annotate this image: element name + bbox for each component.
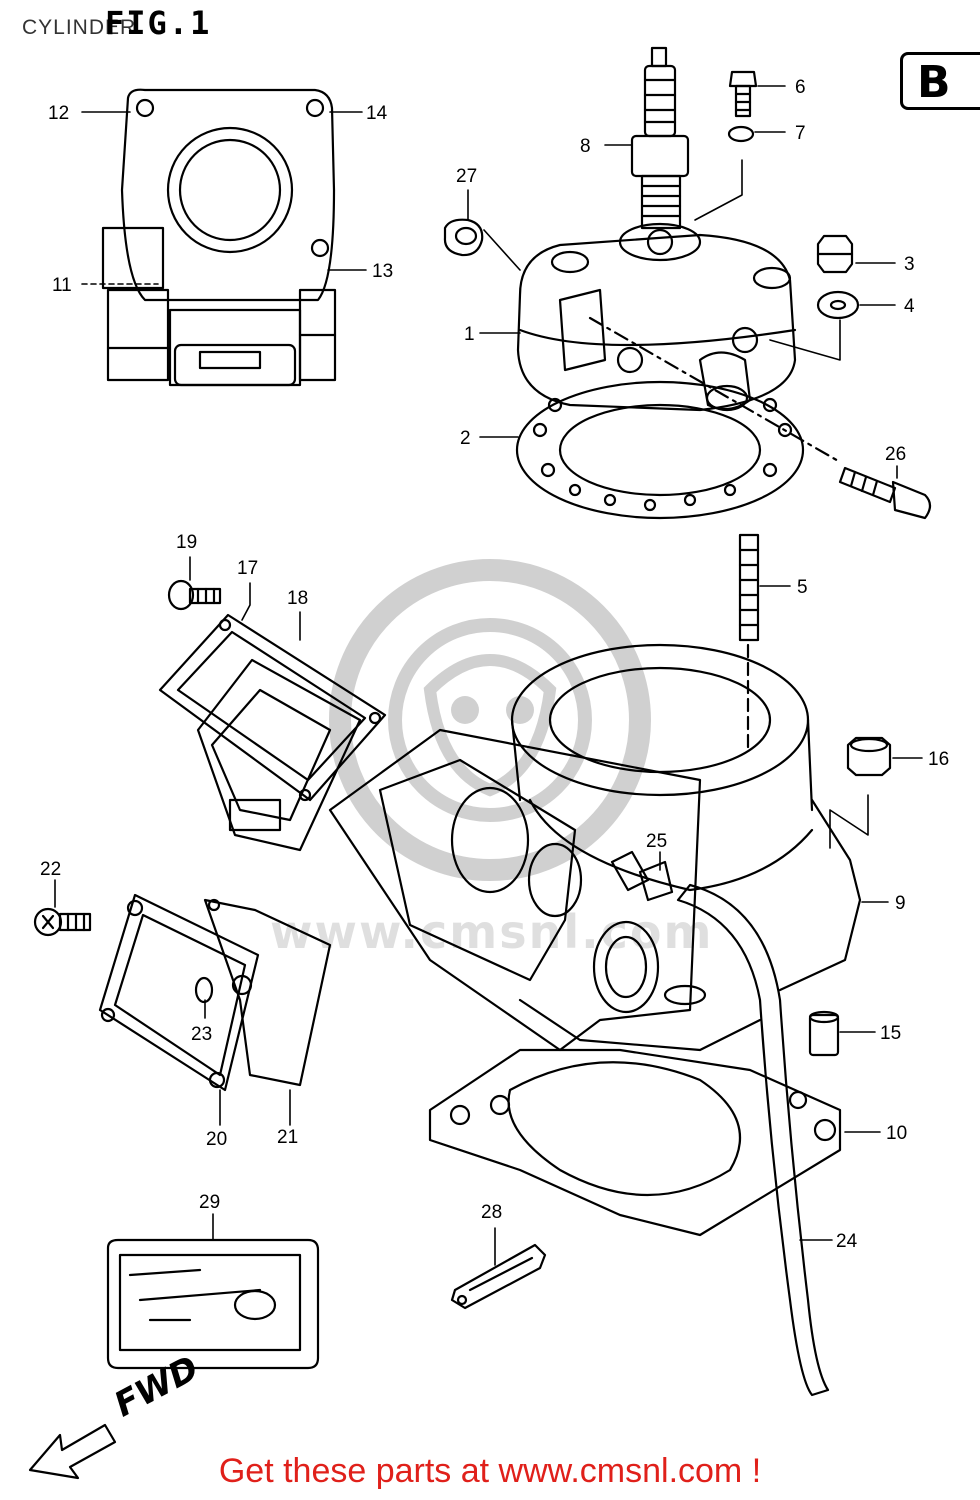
centerline-26 xyxy=(588,316,842,464)
watermark-logo xyxy=(329,559,651,881)
cylinder-head xyxy=(516,222,797,412)
spark-plug xyxy=(630,46,690,230)
leader-lines xyxy=(54,85,923,1266)
callout-9: 9 xyxy=(895,893,906,914)
callout-10: 10 xyxy=(886,1123,907,1144)
reed-gasket-18 xyxy=(196,658,362,852)
nut-3 xyxy=(816,234,854,274)
head-gasket xyxy=(515,380,805,520)
section-badge-label: B xyxy=(917,57,951,108)
section-badge: B xyxy=(900,52,980,110)
callout-12: 12 xyxy=(48,103,69,124)
cylinder-top-view xyxy=(101,88,337,387)
callout-11: 11 xyxy=(52,275,72,296)
reed-gasket-17 xyxy=(158,613,387,802)
cylinder xyxy=(328,643,862,1052)
callout-29: 29 xyxy=(199,1192,220,1213)
callout-18: 18 xyxy=(287,588,308,609)
callout-20: 20 xyxy=(206,1129,227,1150)
reed-gasket-21 xyxy=(203,898,332,1087)
dowel-15 xyxy=(808,1010,840,1057)
footer-link[interactable]: Get these parts at www.cmsnl.com ! xyxy=(218,1452,762,1490)
watermark-url: www.cmsnl.com xyxy=(270,905,714,959)
nut-27 xyxy=(443,218,484,257)
reed-cover-20 xyxy=(98,893,260,1092)
bolt-19 xyxy=(167,579,222,611)
clamp-28 xyxy=(450,1243,547,1310)
callout-7: 7 xyxy=(795,123,806,144)
callout-22: 22 xyxy=(40,859,61,880)
callout-5: 5 xyxy=(797,577,808,598)
callout-13: 13 xyxy=(372,261,393,282)
callout-21: 21 xyxy=(277,1127,298,1148)
fitting-25 xyxy=(610,850,674,902)
fwd-arrow-icon xyxy=(28,1423,117,1480)
callout-2: 2 xyxy=(460,428,471,449)
label-sheet-29 xyxy=(106,1238,320,1370)
stud-5 xyxy=(738,533,760,642)
base-gasket-10 xyxy=(428,1048,842,1237)
callouts: 12 14 11 13 8 6 7 27 3 4 1 2 26 5 16 9 1… xyxy=(40,77,949,1252)
callout-26: 26 xyxy=(885,444,906,465)
figure-label: FIG.1 xyxy=(105,4,212,42)
callout-28: 28 xyxy=(481,1202,502,1223)
callout-3: 3 xyxy=(904,254,915,275)
callout-4: 4 xyxy=(904,296,915,317)
callout-27: 27 xyxy=(456,166,477,187)
washer-7 xyxy=(727,125,755,143)
callout-15: 15 xyxy=(880,1023,901,1044)
callout-19: 19 xyxy=(176,532,197,553)
nut-16 xyxy=(846,736,892,777)
bolt-26 xyxy=(838,466,932,520)
bolt-6 xyxy=(728,70,758,118)
callout-6: 6 xyxy=(795,77,806,98)
bolt-22 xyxy=(33,907,92,937)
callout-14: 14 xyxy=(366,103,388,124)
washer-4 xyxy=(816,290,860,320)
callout-16: 16 xyxy=(928,749,949,770)
callout-1: 1 xyxy=(464,324,475,345)
hose-24 xyxy=(676,883,830,1397)
callout-17: 17 xyxy=(237,558,258,579)
page-title: CYLINDER xyxy=(22,16,137,39)
washer-23 xyxy=(194,976,214,1004)
callout-24: 24 xyxy=(836,1231,858,1252)
callout-8: 8 xyxy=(580,136,591,157)
callout-23: 23 xyxy=(191,1024,212,1045)
callout-25: 25 xyxy=(646,831,667,852)
